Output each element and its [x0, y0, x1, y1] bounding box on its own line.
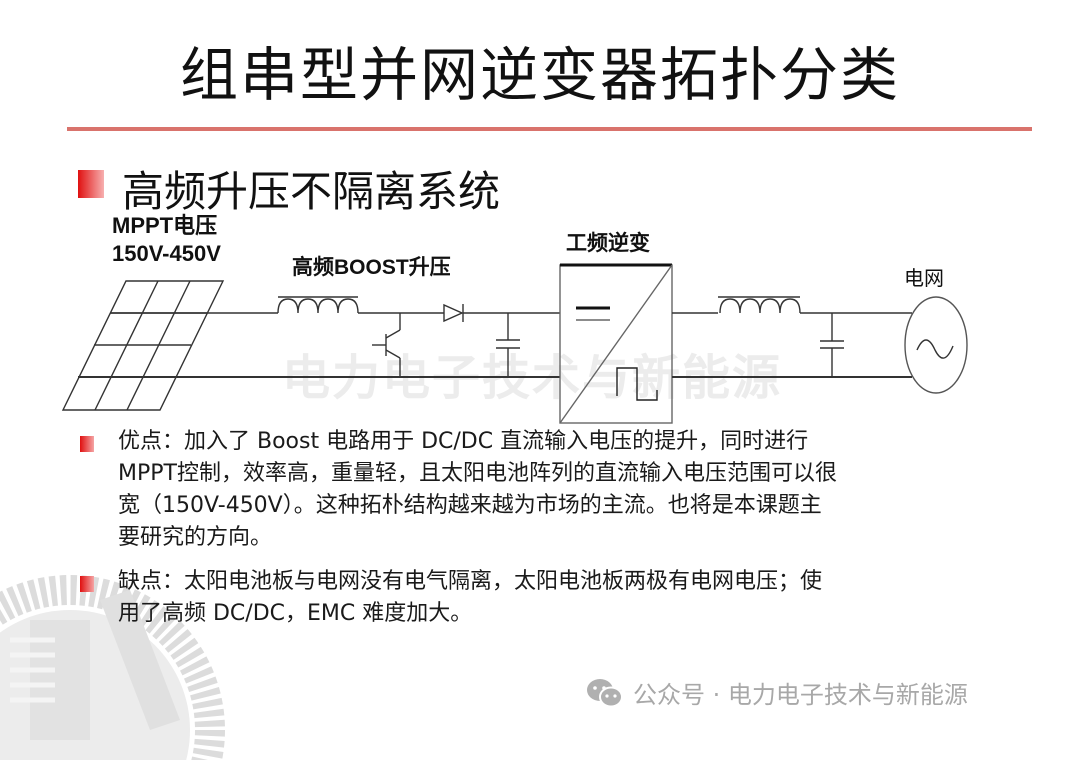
inverter-label: 工频逆变 — [566, 232, 650, 255]
section-subtitle: 高频升压不隔离系统 — [122, 167, 501, 216]
grid-label: 电网 — [904, 266, 944, 290]
wechat-icon — [587, 678, 623, 707]
footer-attribution: 公众号 · 电力电子技术与新能源 — [585, 675, 968, 710]
advantage-line: 优点：加入了 Boost 电路用于 DC/DC 直流输入电压的提升，同时进行 — [118, 429, 809, 454]
circuit-diagram — [61, 263, 968, 424]
boost-inductor-icon — [277, 296, 359, 314]
disadvantages-paragraph: 缺点：太阳电池板与电网没有电气隔离，太阳电池板两极有电网电压；使 用了高频 DC… — [118, 566, 1018, 630]
footer-text: 公众号 · 电力电子技术与新能源 — [633, 681, 968, 709]
subtitle-bullet-icon — [78, 170, 104, 198]
slide-title: 组串型并网逆变器拓扑分类 — [179, 41, 900, 109]
output-inductor-icon — [718, 296, 801, 314]
diode-icon — [443, 303, 464, 323]
advantages-paragraph: 优点：加入了 Boost 电路用于 DC/DC 直流输入电压的提升，同时进行 M… — [118, 426, 1018, 554]
disadvantage-line: 缺点：太阳电池板与电网没有电气隔离，太阳电池板两极有电网电压；使 — [118, 569, 823, 594]
igbt-switch-icon — [372, 313, 401, 377]
solar-panel-icon — [61, 280, 225, 411]
advantage-line: 宽（150V-450V）。这种拓朴结构越来越为市场的主流。也将是本课题主 — [118, 493, 822, 518]
disadvantage-line: 用了高频 DC/DC，EMC 难度加大。 — [118, 601, 473, 626]
advantage-line: MPPT控制，效率高，重量轻，且太阳电池阵列的直流输入电压范围可以很 — [118, 461, 837, 486]
pv-voltage-label: MPPT电压 — [112, 213, 218, 238]
title-divider — [67, 127, 1032, 131]
advantage-line: 要研究的方向。 — [118, 525, 273, 550]
disadvantage-bullet-icon — [80, 576, 94, 592]
university-logo-watermark-icon — [0, 575, 225, 760]
output-capacitor-icon — [820, 313, 844, 377]
advantage-bullet-icon — [80, 436, 94, 452]
grid-ac-source-icon — [904, 296, 968, 394]
dc-link-capacitor-icon — [496, 313, 520, 377]
boost-label: 高频BOOST升压 — [292, 256, 451, 279]
pv-voltage-range-label: 150V-450V — [112, 241, 221, 266]
inverter-block-icon — [559, 263, 673, 424]
